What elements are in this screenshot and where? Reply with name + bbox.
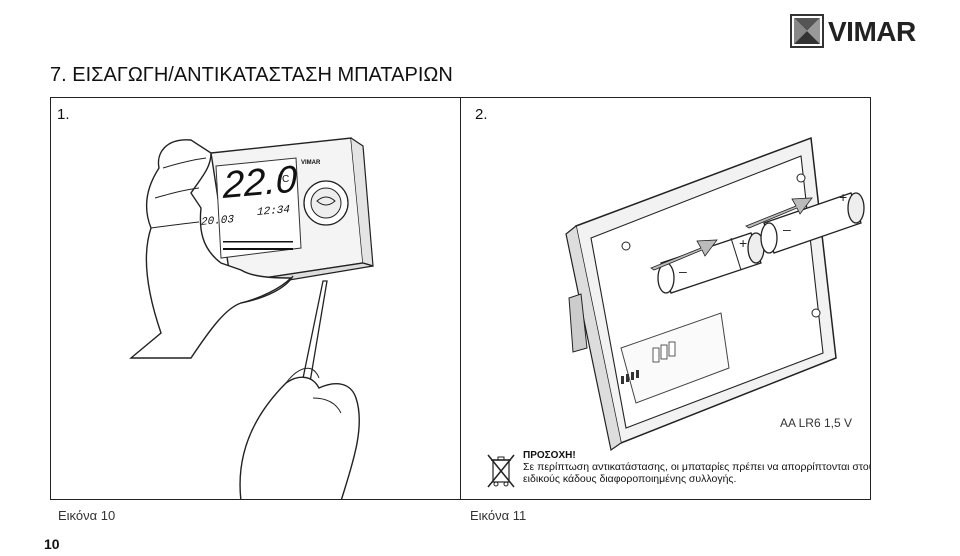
svg-text:+: + [839,189,847,205]
display-program-bars [223,241,293,250]
warning-text: Σε περίπτωση αντικατάστασης, οι μπαταρίε… [523,461,871,485]
battery-compartment-illustration: + – + – [565,136,865,452]
figure-panel-2: 2. + – + – [460,97,871,500]
svg-text:–: – [679,263,687,279]
figure-caption-11: Εικόνα 11 [470,508,527,523]
battery-spec-label: AA LR6 1,5 V [779,416,852,430]
vimar-logo-icon [790,14,824,48]
svg-text:+: + [739,235,747,251]
switch-block [652,341,676,363]
insert-arrow-icon [650,197,813,271]
warning-title: ΠΡΟΣΟΧΗ! [523,450,576,461]
display-temperature: 22.0 [222,159,297,207]
battery-2: + – [760,189,865,254]
panel-label: 1. [57,106,70,123]
brand-name: VIMAR [828,16,916,47]
vimar-logo [790,14,920,50]
contacts [621,370,639,384]
thermostat-illustration: 22.0 °C 20.03 12:34 VIMAR [129,137,374,499]
device-brand: VIMAR [301,160,321,166]
svg-text:–: – [783,221,791,237]
crossed-bin-icon [487,454,515,488]
display-unit: °C [278,174,289,185]
panel-label: 2. [475,106,488,123]
section-title: 7. ΕΙΣΑΓΩΓΗ/ΑΝΤΙΚΑΤΑΣΤΑΣΗ ΜΠΑΤΑΡΙΩΝ [50,64,453,86]
figure-panel-1: 1. 22.0 °C 20.03 12:34 VIMAR [50,97,461,500]
disposal-warning: ΠΡΟΣΟΧΗ! Σε περίπτωση αντικατάστασης, οι… [485,450,870,498]
figure-caption-10: Εικόνα 10 [58,508,116,523]
display-time: 12:34 [257,204,290,219]
display-date: 20.03 [201,214,234,229]
battery-1: + – [657,232,765,294]
page-number: 10 [44,536,60,552]
